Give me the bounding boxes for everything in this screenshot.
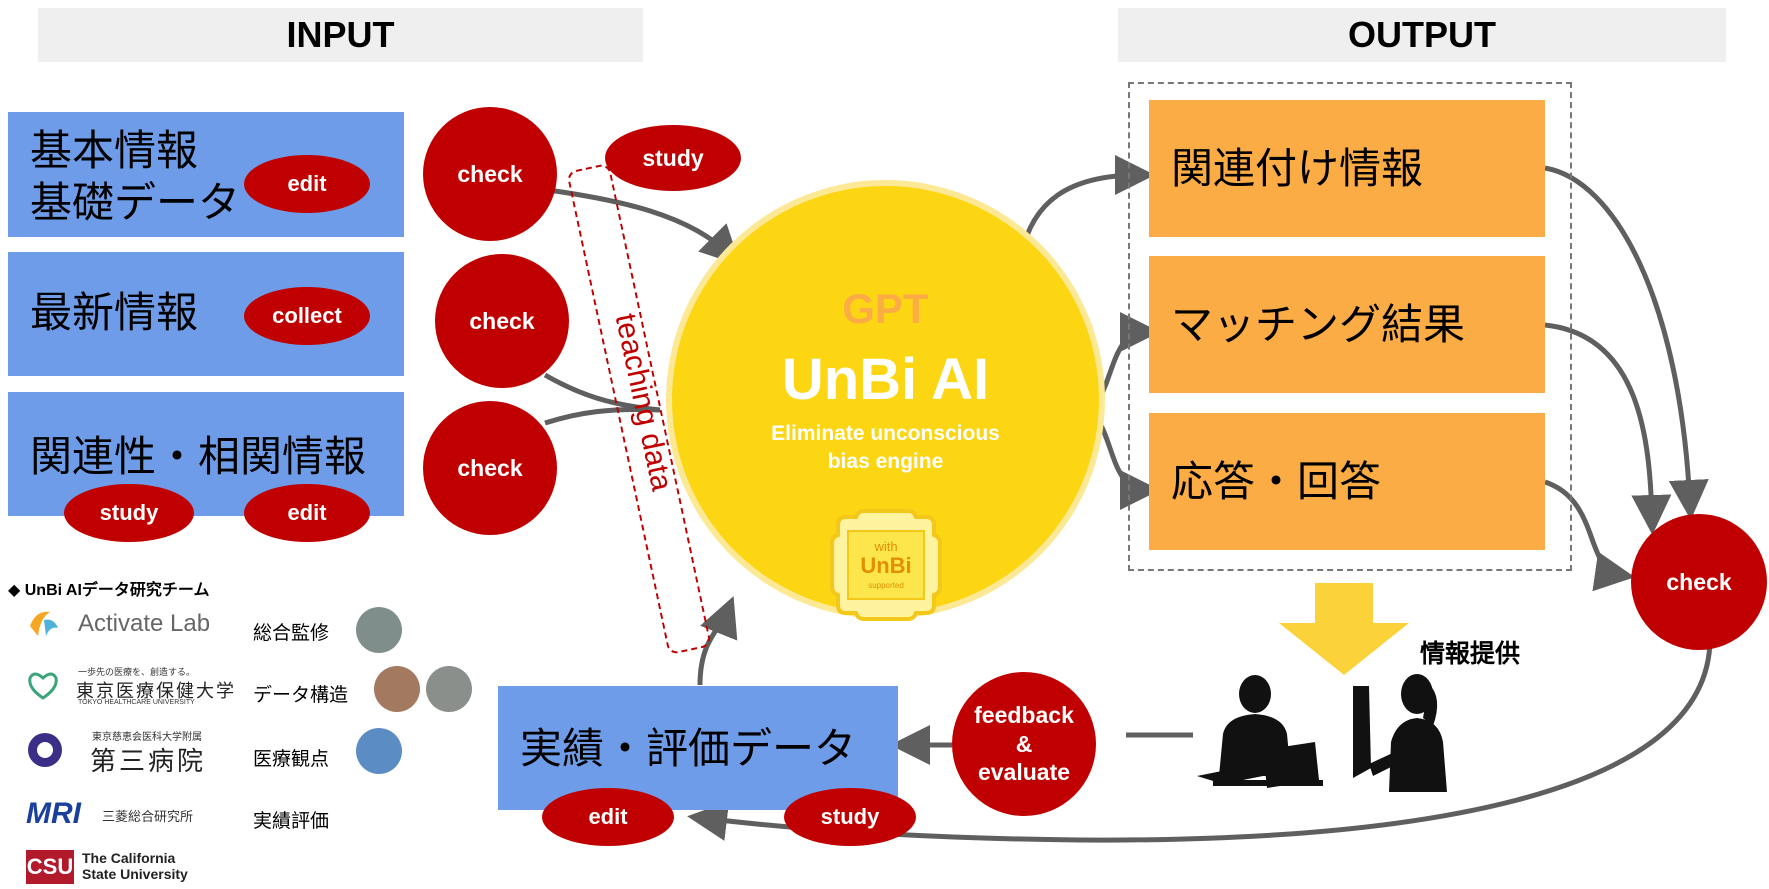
output-response-label: 応答・回答	[1171, 458, 1382, 505]
output-response-box: 応答・回答	[1149, 413, 1545, 550]
check-circle-output: check	[1631, 514, 1767, 650]
avatar-supervisor	[356, 607, 402, 653]
feedback-line1: feedback	[974, 701, 1074, 728]
avatar-data-1	[374, 666, 420, 712]
output-association-box: 関連付け情報	[1149, 100, 1545, 237]
role-medical-view: 医療観点	[253, 749, 330, 770]
input-header: INPUT	[38, 8, 643, 62]
hospital-logo-icon	[24, 730, 66, 770]
thcu-tagline: 一歩先の医療を、創造する。	[78, 667, 196, 677]
down-arrow-icon	[1279, 583, 1409, 675]
role-results-evaluation: 実績評価	[253, 811, 330, 832]
study-badge-top: study	[605, 125, 741, 191]
team-title: ◆ UnBi AIデータ研究チーム	[8, 582, 210, 599]
study-badge-relation: study	[64, 484, 194, 542]
hospital-affiliation: 東京慈恵会医科大学附属	[92, 732, 202, 743]
feedback-evaluate-circle: feedback & evaluate	[952, 672, 1096, 816]
csu-name: The California State University	[82, 850, 188, 882]
feedback-line3: evaluate	[977, 759, 1071, 786]
csu-logo-mark: CSU	[26, 850, 74, 884]
results-evaluation-label: 実績・評価データ	[520, 725, 857, 772]
output-matching-label: マッチング結果	[1171, 301, 1466, 348]
thcu-name-en: TOKYO HEALTHCARE UNIVERSITY	[78, 699, 195, 706]
output-header: OUTPUT	[1118, 8, 1726, 62]
output-association-label: 関連付け情報	[1171, 145, 1424, 192]
info-provide-label: 情報提供	[1420, 640, 1521, 668]
info-provide-arrow	[1279, 583, 1409, 675]
edit-badge-basic: edit	[244, 155, 370, 213]
badge-with: with	[874, 539, 898, 554]
people-at-computers-icon	[1197, 674, 1447, 792]
mri-name: 三菱総合研究所	[102, 809, 194, 824]
engine-desc-line2: bias engine	[827, 450, 944, 473]
edit-badge-relation: edit	[244, 484, 370, 542]
thcu-logo-icon	[24, 668, 62, 702]
input-basic-box: 基本情報 基礎データ	[8, 112, 404, 237]
edit-badge-results: edit	[542, 788, 674, 846]
thcu-name: 東京医療保健大学	[76, 681, 236, 701]
activate-lab-name: Activate Lab	[78, 610, 211, 637]
gpt-label: GPT	[842, 285, 929, 332]
role-supervision: 総合監修	[253, 623, 330, 644]
engine-desc-line1: Eliminate unconscious	[771, 422, 1000, 445]
study-badge-results: study	[784, 788, 916, 846]
input-basic-line1: 基本情報	[30, 127, 199, 174]
check-circle-basic: check	[423, 107, 557, 241]
input-relation-label: 関連性・相関情報	[30, 433, 367, 480]
input-basic-line2: 基礎データ	[30, 179, 241, 226]
feedback-line2: &	[1015, 730, 1033, 757]
badge-frame-icon	[830, 509, 942, 621]
output-matching-box: マッチング結果	[1149, 256, 1545, 393]
with-unbi-badge: with UnBi supported	[828, 507, 944, 623]
badge-supported: supported	[868, 581, 904, 590]
avatar-medical	[356, 728, 402, 774]
check-circle-latest: check	[435, 254, 569, 388]
unbi-ai-title: UnBi AI	[781, 347, 990, 412]
users-illustration	[1193, 668, 1453, 796]
hospital-name: 第三病院	[90, 746, 207, 776]
check-circle-relation: check	[423, 401, 557, 535]
avatar-data-2	[426, 666, 472, 712]
role-data-structure: データ構造	[253, 685, 349, 706]
activate-lab-logo-icon	[24, 606, 62, 642]
badge-unbi: UnBi	[860, 553, 912, 578]
collect-badge-latest: collect	[244, 287, 370, 345]
output-frame	[1128, 82, 1572, 571]
mri-logo-mark: MRI	[26, 797, 81, 830]
input-latest-label: 最新情報	[30, 289, 199, 336]
